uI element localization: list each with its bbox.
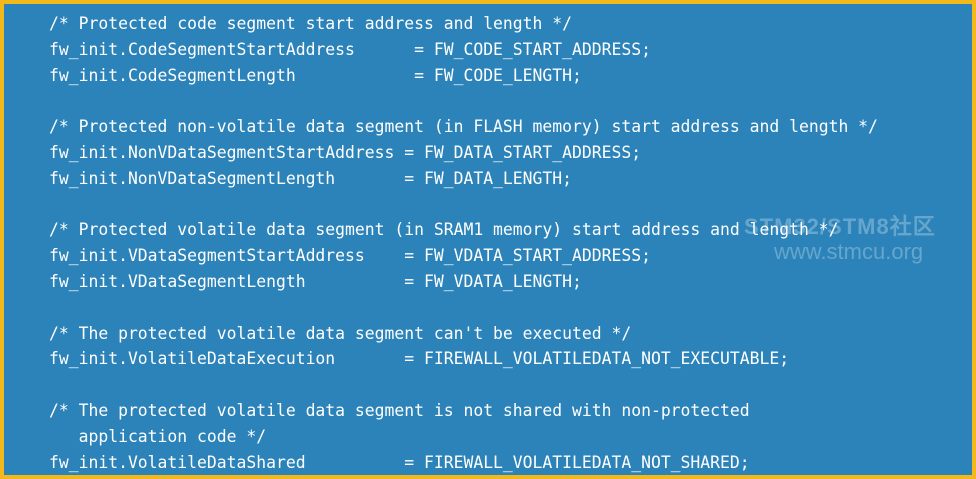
code-line-blank <box>49 295 969 321</box>
code-block: /* Protected code segment start address … <box>49 11 969 475</box>
code-line-comment-not-shared: /* The protected volatile data segment i… <box>49 400 750 420</box>
code-line-blank <box>49 88 969 114</box>
code-line-comment-nonv-segment: /* Protected non-volatile data segment (… <box>49 117 878 137</box>
code-line-vdata-start-address: fw_init.VDataSegmentStartAddress = FW_VD… <box>49 246 651 266</box>
code-line-comment-not-shared-continued: application code */ <box>49 426 267 446</box>
code-line-blank <box>49 372 969 398</box>
code-line-vdata-length: fw_init.VDataSegmentLength = FW_VDATA_LE… <box>49 271 582 291</box>
code-line-volatile-shared: fw_init.VolatileDataShared = FIREWALL_VO… <box>49 452 750 472</box>
code-line-blank <box>49 192 969 218</box>
code-line-code-length: fw_init.CodeSegmentLength = FW_CODE_LENG… <box>49 65 582 85</box>
code-line-comment-not-executed: /* The protected volatile data segment c… <box>49 323 632 343</box>
code-line-nonv-start-address: fw_init.NonVDataSegmentStartAddress = FW… <box>49 142 642 162</box>
code-line-code-start-address: fw_init.CodeSegmentStartAddress = FW_COD… <box>49 39 651 59</box>
code-line-nonv-length: fw_init.NonVDataSegmentLength = FW_DATA_… <box>49 168 573 188</box>
code-line-volatile-execution: fw_init.VolatileDataExecution = FIREWALL… <box>49 349 790 369</box>
code-line-comment-code-segment: /* Protected code segment start address … <box>49 14 573 33</box>
code-line-comment-vdata-segment: /* Protected volatile data segment (in S… <box>49 220 839 240</box>
